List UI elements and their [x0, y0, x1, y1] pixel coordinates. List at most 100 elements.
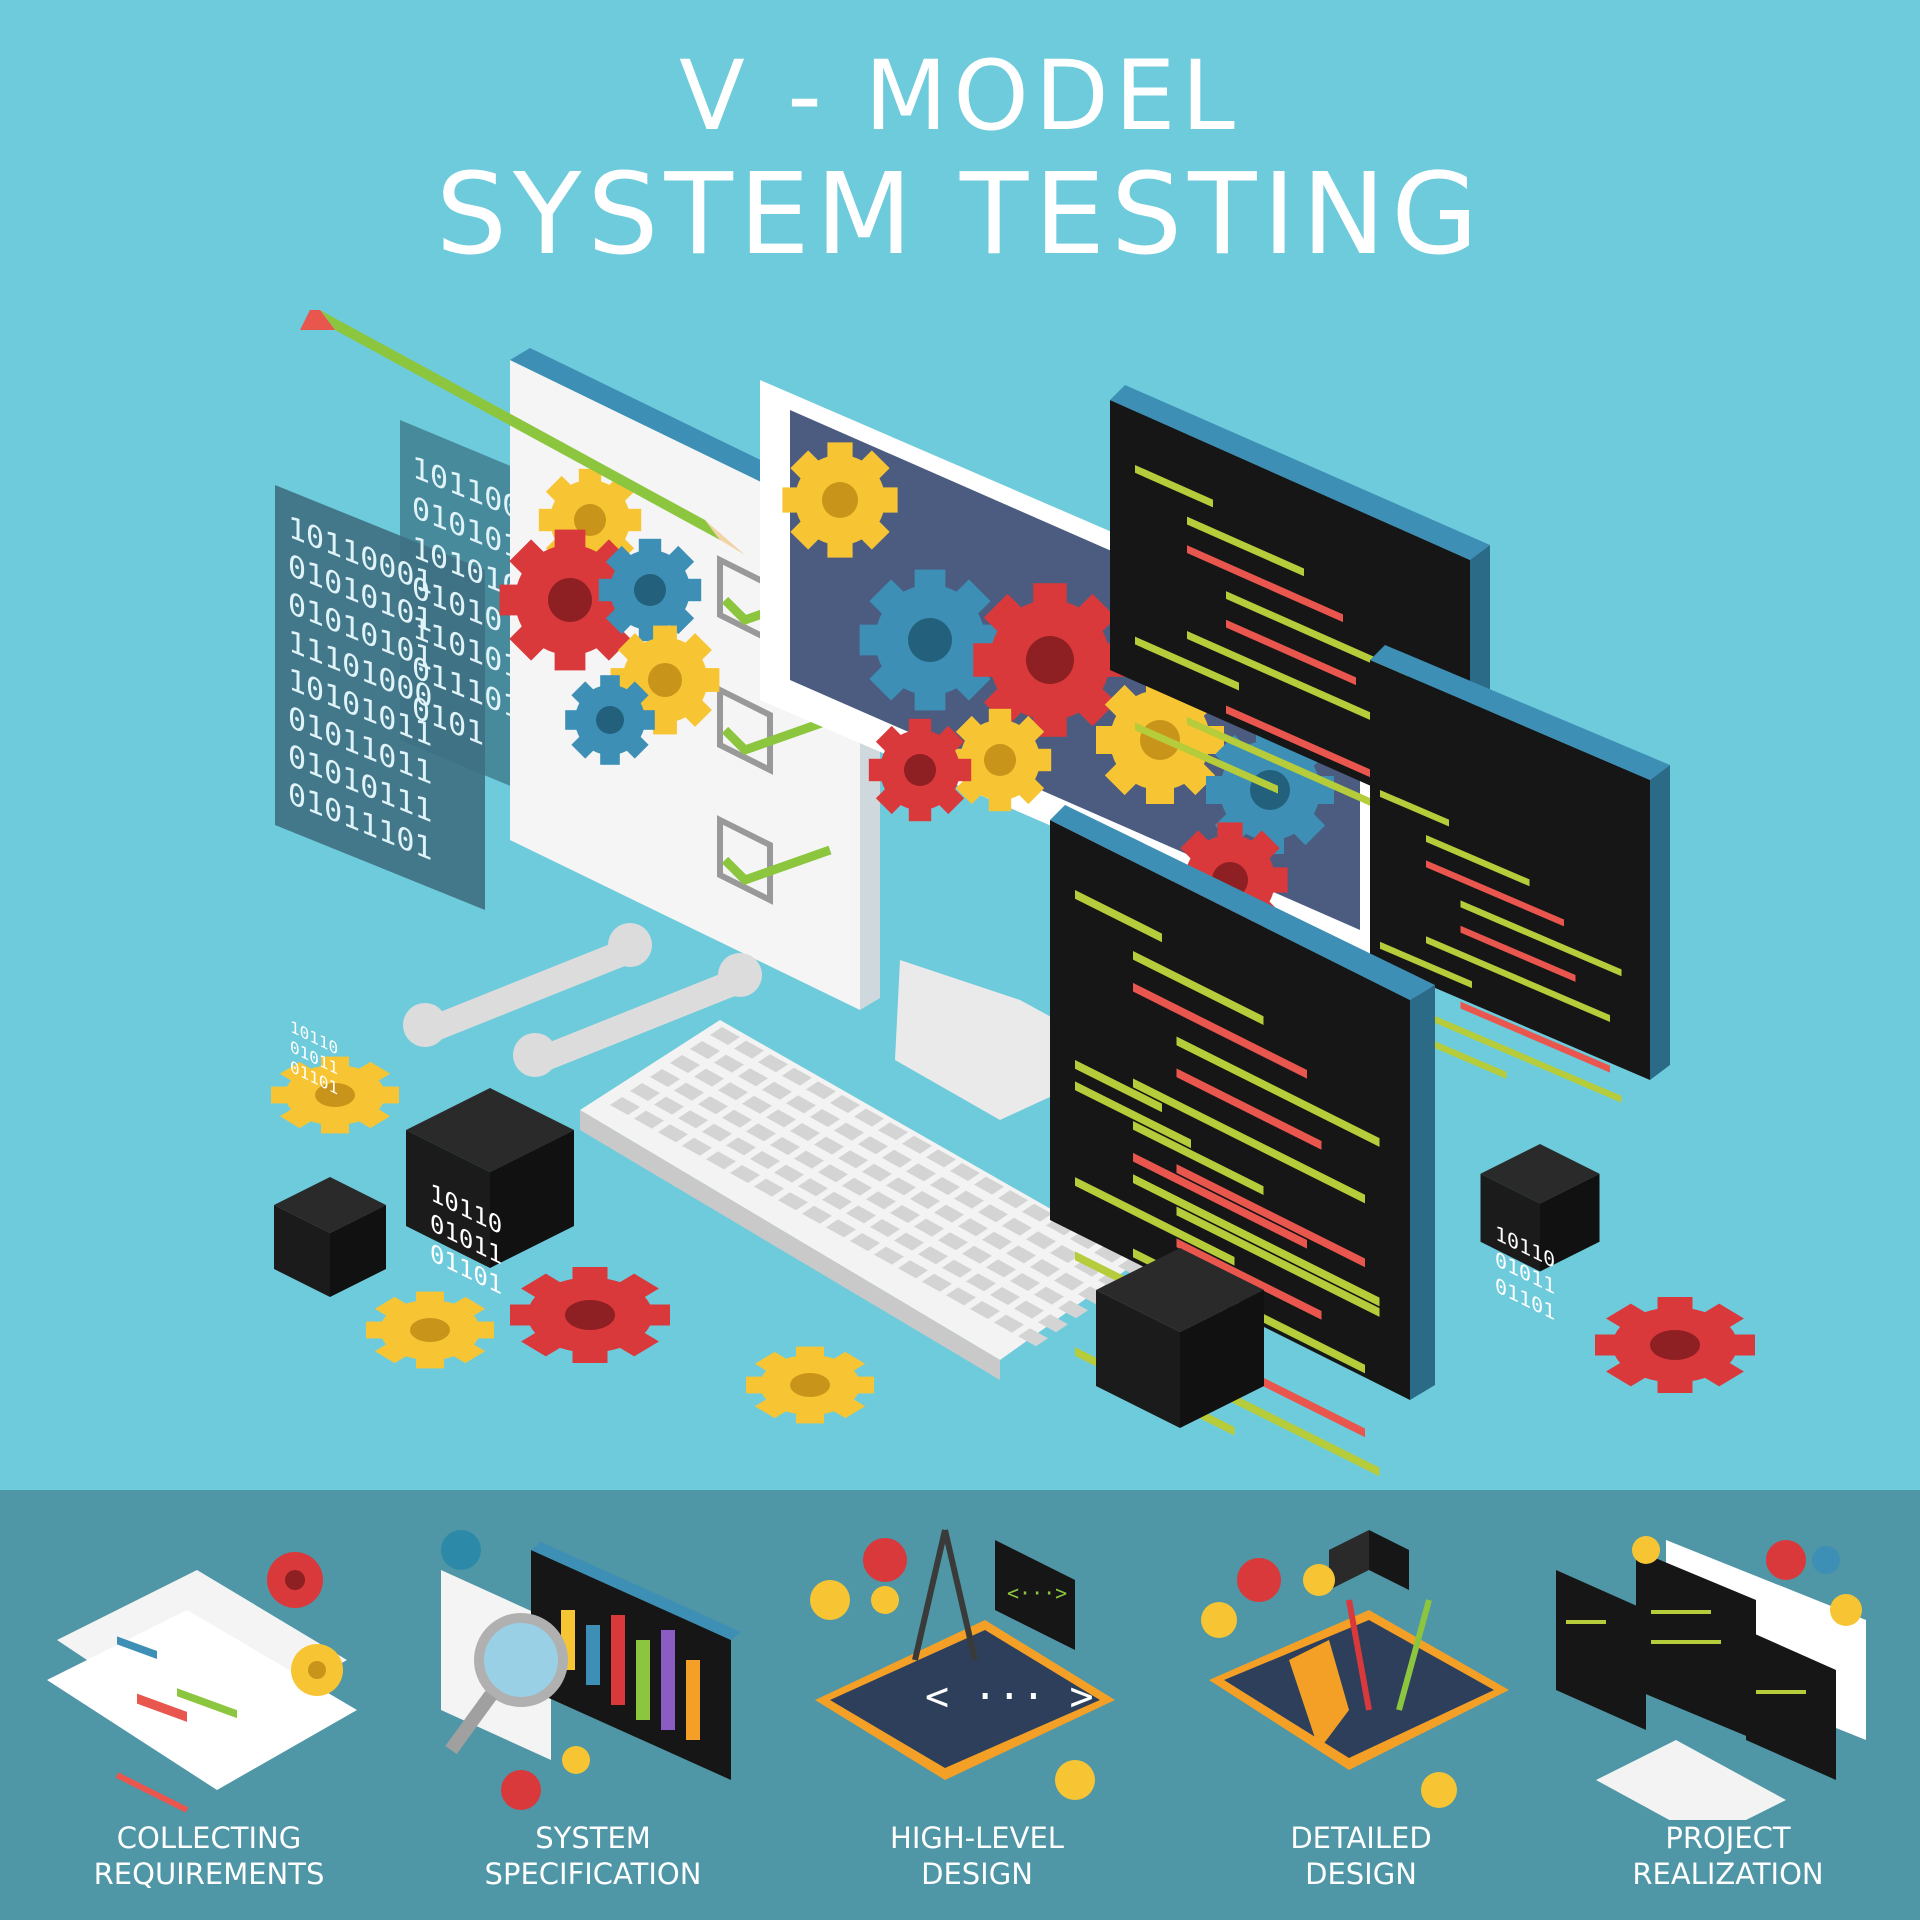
keyboard-key-78	[834, 1122, 864, 1141]
keyboard-key-56	[718, 1082, 748, 1101]
keyboard-key-45	[866, 1191, 896, 1210]
keyboard-key-34	[1014, 1300, 1044, 1319]
keyboard-key-10	[850, 1233, 880, 1251]
keyboard-key-87	[1050, 1245, 1080, 1263]
stage-label-line2: REQUIREMENTS	[93, 1857, 325, 1891]
keyboard-key-97	[878, 1122, 908, 1141]
keyboard-key-41	[770, 1137, 800, 1155]
keyboard-key-57	[742, 1095, 772, 1114]
keyboard-key-63	[886, 1177, 916, 1196]
keyboard-key-44	[842, 1177, 872, 1196]
binary-panel-front	[275, 485, 485, 910]
detailed-design-illustration	[1201, 1530, 1509, 1808]
keyboard-key-43	[818, 1164, 848, 1183]
keyboard-key-94	[806, 1081, 836, 1100]
high-level-design-illustration: < ··· > <···>	[810, 1529, 1115, 1800]
keyboard-key-79	[858, 1136, 888, 1155]
keyboard-key-5	[730, 1165, 760, 1183]
keyboard-key-100	[950, 1163, 980, 1181]
keyboard-key-102	[998, 1190, 1028, 1209]
keyboard-key-62	[862, 1163, 892, 1182]
title-line-1: V - MODEL	[679, 40, 1241, 152]
svg-text:< ··· >: < ··· >	[925, 1674, 1094, 1720]
keyboard-key-65	[934, 1204, 964, 1223]
keyboard-key-74	[738, 1068, 768, 1087]
keyboard-key-0	[610, 1097, 640, 1115]
keyboard-key-31	[942, 1259, 972, 1278]
keyboard-key-4	[706, 1151, 736, 1170]
stage-label-line1: DETAILED	[1290, 1821, 1432, 1855]
stage-label-line2: DESIGN	[921, 1857, 1033, 1891]
keyboard-key-15	[970, 1301, 1000, 1319]
keyboard-key-3	[682, 1137, 712, 1156]
svg-text:<···>: <···>	[1007, 1581, 1067, 1605]
keyboard-key-14	[946, 1287, 976, 1306]
keyboard-key-39	[722, 1109, 752, 1128]
keyboard-key-90	[710, 1027, 740, 1045]
title-line-2: SYSTEM TESTING	[435, 150, 1485, 280]
keyboard-key-106	[1094, 1244, 1124, 1263]
keyboard-key-30	[918, 1246, 948, 1265]
keyboard-key-48	[938, 1232, 968, 1251]
stage-label-line2: DESIGN	[1305, 1857, 1417, 1891]
keyboard-key-22	[726, 1137, 756, 1156]
keyboard-key-28	[870, 1219, 900, 1237]
keyboard-key-103	[1022, 1203, 1052, 1222]
keyboard-key-2	[658, 1124, 688, 1143]
keyboard-key-82	[930, 1177, 960, 1195]
keyboard-key-64	[910, 1191, 940, 1209]
keyboard-key-18	[630, 1083, 660, 1101]
stage-label-line2: REALIZATION	[1632, 1857, 1824, 1891]
project-realization-illustration	[1556, 1536, 1866, 1820]
wrench-icon	[403, 923, 762, 1077]
keyboard-key-99	[926, 1149, 956, 1168]
keyboard-key-36	[650, 1069, 680, 1087]
stage-label-line1: PROJECT	[1665, 1821, 1791, 1855]
keyboard-key-95	[830, 1095, 860, 1113]
keyboard-key-73	[714, 1054, 744, 1073]
keyboard-key-27	[846, 1205, 876, 1224]
pencil-icon	[300, 310, 745, 555]
keyboard-key-20	[678, 1110, 708, 1129]
keyboard-key-68	[1006, 1245, 1036, 1264]
stage-label-line1: HIGH-LEVEL	[890, 1821, 1064, 1855]
keyboard-key-52	[1034, 1286, 1064, 1305]
gear-icon	[746, 1346, 874, 1424]
keyboard-key-77	[810, 1109, 840, 1127]
stage-label-line2: SPECIFICATION	[484, 1857, 702, 1891]
keyboard-key-32	[966, 1273, 996, 1292]
keyboard-key-8	[802, 1205, 832, 1224]
keyboard-key-58	[766, 1109, 796, 1128]
keyboard-key-25	[798, 1178, 828, 1197]
keyboard-key-37	[674, 1082, 704, 1101]
keyboard-key-69	[1030, 1259, 1060, 1277]
magnifier-icon	[474, 1613, 568, 1707]
keyboard-key-11	[874, 1246, 904, 1265]
keyboard-key-21	[702, 1123, 732, 1142]
keyboard-key-81	[906, 1163, 936, 1182]
keyboard-key-80	[882, 1149, 912, 1168]
keyboard-key-91	[734, 1040, 764, 1059]
keyboard-key-17	[1018, 1328, 1048, 1347]
gear-icon	[510, 1267, 670, 1363]
keyboard-key-23	[750, 1151, 780, 1169]
keyboard-key-54	[670, 1055, 700, 1073]
gear-icon	[1595, 1297, 1755, 1393]
keyboard-key-67	[982, 1231, 1012, 1250]
keyboard-key-7	[778, 1192, 808, 1211]
keyboard-key-24	[774, 1164, 804, 1183]
keyboard-key-35	[1038, 1314, 1068, 1333]
keyboard-key-16	[994, 1314, 1024, 1333]
keyboard-key-42	[794, 1150, 824, 1169]
keyboard-key-13	[922, 1273, 952, 1292]
keyboard-key-6	[754, 1178, 784, 1197]
keyboard-key-86	[1026, 1231, 1056, 1250]
keyboard-key-12	[898, 1260, 928, 1279]
keyboard-key-72	[690, 1041, 720, 1059]
keyboard-key-104	[1046, 1217, 1076, 1236]
